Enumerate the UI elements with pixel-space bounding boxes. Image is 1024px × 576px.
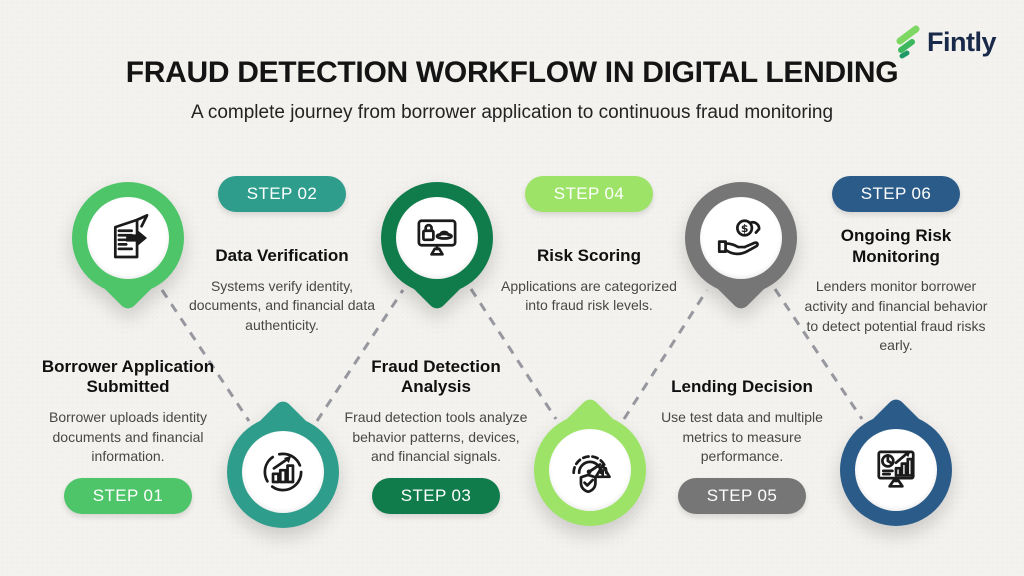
monitor-analytics-icon — [877, 450, 915, 488]
step-description: Systems verify identity, documents, and … — [188, 277, 375, 333]
step-04-badge: STEP 04 — [525, 176, 653, 212]
page-title: FRAUD DETECTION WORKFLOW IN DIGITAL LEND… — [125, 56, 899, 89]
step-01-badge: STEP 01 — [64, 478, 192, 514]
pin-inner-circle — [855, 429, 937, 511]
connector-3-4 — [469, 288, 558, 420]
step-03-pin — [381, 182, 493, 313]
step-02-pin — [227, 397, 339, 528]
step-04-text: Risk Scoring Applications are categorize… — [494, 246, 684, 316]
pin-inner-circle — [549, 429, 631, 511]
step-05-pin: $ — [685, 182, 797, 313]
step-02-text: Data Verification Systems verify identit… — [187, 246, 377, 336]
pin-inner-circle — [87, 197, 169, 279]
step-title: Ongoing Risk Monitoring — [840, 226, 952, 266]
pin-inner-circle — [242, 431, 324, 513]
step-description: Lenders monitor borrower activity and fi… — [804, 278, 988, 354]
step-02-badge: STEP 02 — [218, 176, 346, 212]
fintly-leaf-icon — [896, 25, 920, 59]
fintly-logo-text: Fintly — [927, 26, 997, 57]
pin-inner-circle — [396, 197, 478, 279]
step-description: Borrower uploads identity documents and … — [49, 409, 207, 465]
step-05-text: Lending Decision Use test data and multi… — [647, 354, 837, 467]
monitor-security-icon — [417, 219, 457, 256]
step-description: Fraud detection tools analyze behavior p… — [344, 409, 528, 465]
step-title: Data Verification — [215, 246, 349, 265]
svg-text:$: $ — [741, 222, 749, 235]
document-submit-icon — [113, 213, 149, 259]
gauge-shield-icon — [572, 455, 611, 494]
step-06-text: Ongoing Risk Monitoring Lenders monitor … — [801, 226, 991, 356]
step-05-badge: STEP 05 — [678, 478, 806, 514]
step-description: Use test data and multiple metrics to me… — [661, 409, 823, 465]
step-title: Lending Decision — [671, 377, 813, 397]
step-01-pin — [72, 182, 184, 313]
pin-inner-circle: $ — [700, 197, 782, 279]
step-title: Fraud Detection Analysis — [371, 356, 501, 397]
step-06-badge: STEP 06 — [832, 176, 960, 212]
step-description: Applications are categorized into fraud … — [501, 277, 677, 314]
step-title: Risk Scoring — [537, 246, 641, 265]
hand-money-icon: $ — [717, 219, 761, 256]
connector-4-5 — [622, 289, 709, 420]
step-06-pin — [840, 395, 952, 526]
donut-chart-icon — [263, 452, 303, 492]
step-title: Borrower Application Submitted — [41, 356, 215, 397]
fintly-logo: Fintly — [892, 24, 997, 60]
step-03-badge: STEP 03 — [372, 478, 500, 514]
step-03-text: Fraud Detection Analysis Fraud detection… — [341, 354, 531, 467]
step-04-pin — [534, 395, 646, 526]
step-01-text: Borrower Application Submitted Borrower … — [28, 354, 228, 467]
page-subtitle: A complete journey from borrower applica… — [190, 102, 834, 123]
